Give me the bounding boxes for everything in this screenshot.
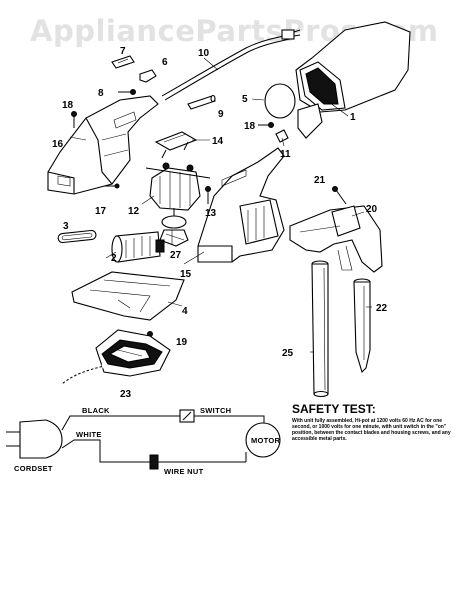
motor-icon xyxy=(245,422,281,458)
label-13: 13 xyxy=(205,208,217,219)
wire-label-black: BLACK xyxy=(82,406,110,415)
part-13-screw xyxy=(205,186,211,204)
label-23: 23 xyxy=(120,389,132,400)
label-1: 1 xyxy=(350,112,356,123)
part-27-fan xyxy=(159,229,189,247)
safety-test-text: With unit fully assembled, Hi-pot at 120… xyxy=(292,418,451,442)
label-12: 12 xyxy=(128,206,140,217)
label-18-right: 18 xyxy=(244,121,256,132)
part-2-brush-roll xyxy=(111,231,165,263)
label-17: 17 xyxy=(95,206,107,217)
part-10-power-cord xyxy=(161,29,301,101)
label-4: 4 xyxy=(182,306,188,317)
part-22-crevice-tool xyxy=(353,278,371,374)
safety-test-title: SAFETY TEST: xyxy=(292,402,376,416)
label-19: 19 xyxy=(176,337,188,348)
wire-label-white: WHITE xyxy=(76,430,102,439)
part-15-right-housing xyxy=(197,147,285,263)
label-2: 2 xyxy=(111,253,117,264)
part-23-hose xyxy=(60,364,105,386)
part-4-base-plate xyxy=(71,271,185,321)
part-14-switch-bracket xyxy=(154,131,198,159)
wire-label-motor: MOTOR xyxy=(251,436,281,445)
wire-label-cordset: CORDSET xyxy=(14,464,53,473)
part-23-nozzle xyxy=(95,329,171,377)
part-21-screw xyxy=(332,186,347,205)
label-10: 10 xyxy=(198,48,210,59)
label-11: 11 xyxy=(280,149,291,160)
label-6: 6 xyxy=(162,57,168,68)
safety-test-note: SAFETY TEST: With unit fully assembled, … xyxy=(292,402,452,442)
label-15: 15 xyxy=(180,269,192,280)
cordset-plug-icon xyxy=(19,419,63,459)
label-22: 22 xyxy=(376,303,388,314)
part-17-screw xyxy=(104,183,120,189)
part-1-handle-housing xyxy=(295,21,411,139)
wire-nut-icon xyxy=(149,454,159,470)
label-16: 16 xyxy=(52,139,64,150)
wiring-diagram: BLACK WHITE SWITCH CORDSET WIRE NUT MOTO… xyxy=(6,406,281,476)
part-20-bracket xyxy=(289,205,383,273)
part-5-gasket-ring xyxy=(264,83,296,119)
part-9-pin xyxy=(187,94,216,110)
label-20: 20 xyxy=(366,204,378,215)
label-3: 3 xyxy=(63,221,69,232)
part-11-button xyxy=(275,129,289,143)
part-6-switch-clip xyxy=(139,69,157,83)
label-25: 25 xyxy=(282,348,294,359)
label-7: 7 xyxy=(120,46,126,57)
label-5: 5 xyxy=(242,94,248,105)
wire-label-wire-nut: WIRE NUT xyxy=(164,467,204,476)
part-16-left-housing xyxy=(47,95,159,195)
part-3-belt xyxy=(57,229,97,244)
leader-lines xyxy=(69,57,372,353)
part-7-clip xyxy=(111,55,135,69)
label-27: 27 xyxy=(170,250,182,261)
label-14: 14 xyxy=(212,136,224,147)
part-number-labels: 1 2 3 4 5 6 7 8 9 10 11 12 13 14 15 16 1… xyxy=(52,46,388,400)
part-12-motor xyxy=(145,162,211,229)
label-9: 9 xyxy=(218,109,224,120)
part-8-screw xyxy=(118,89,136,95)
label-21: 21 xyxy=(314,175,326,186)
part-18-screw-left xyxy=(71,111,77,128)
part-18-screw-right xyxy=(258,122,274,128)
part-25-extension-wand xyxy=(311,260,329,398)
label-18-left: 18 xyxy=(62,100,74,111)
label-8: 8 xyxy=(98,88,104,99)
wire-label-switch: SWITCH xyxy=(200,406,231,415)
